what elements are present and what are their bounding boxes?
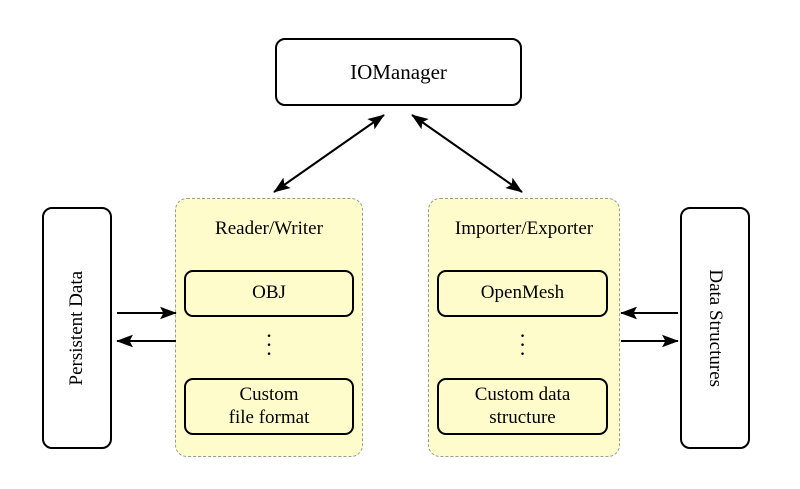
obj-format-box: OBJ <box>184 270 354 317</box>
custom-file-format-label-line2: file format <box>228 406 310 428</box>
openmesh-box: OpenMesh <box>437 270 608 317</box>
openmesh-label: OpenMesh <box>480 282 565 304</box>
arrow-iomanager-readerwriter <box>273 114 385 193</box>
persistent-data-node: Persistent Data <box>42 207 112 449</box>
custom-data-structure-label-line2: structure <box>489 406 556 428</box>
iomanager-label: IOManager <box>350 59 447 84</box>
reader-writer-ellipsis-icon: ··· <box>265 323 273 367</box>
custom-data-structure-label-line1: Custom data <box>474 383 571 405</box>
iomanager-node: IOManager <box>275 38 522 106</box>
reader-writer-panel-title: Reader/Writer <box>215 218 323 239</box>
arrow-iomanager-importerexporter <box>411 114 523 193</box>
obj-format-label: OBJ <box>252 282 286 304</box>
data-structures-label: Data Structures <box>705 269 727 387</box>
importer-exporter-ellipsis-icon: ··· <box>518 323 527 367</box>
custom-file-format-label-line1: Custom <box>239 383 299 405</box>
data-structures-node: Data Structures <box>680 207 750 449</box>
persistent-data-label: Persistent Data <box>65 270 87 386</box>
custom-data-structure-box: Custom data structure <box>437 378 608 435</box>
custom-file-format-box: Custom file format <box>184 378 354 435</box>
importer-exporter-panel-title: Importer/Exporter <box>454 218 594 239</box>
